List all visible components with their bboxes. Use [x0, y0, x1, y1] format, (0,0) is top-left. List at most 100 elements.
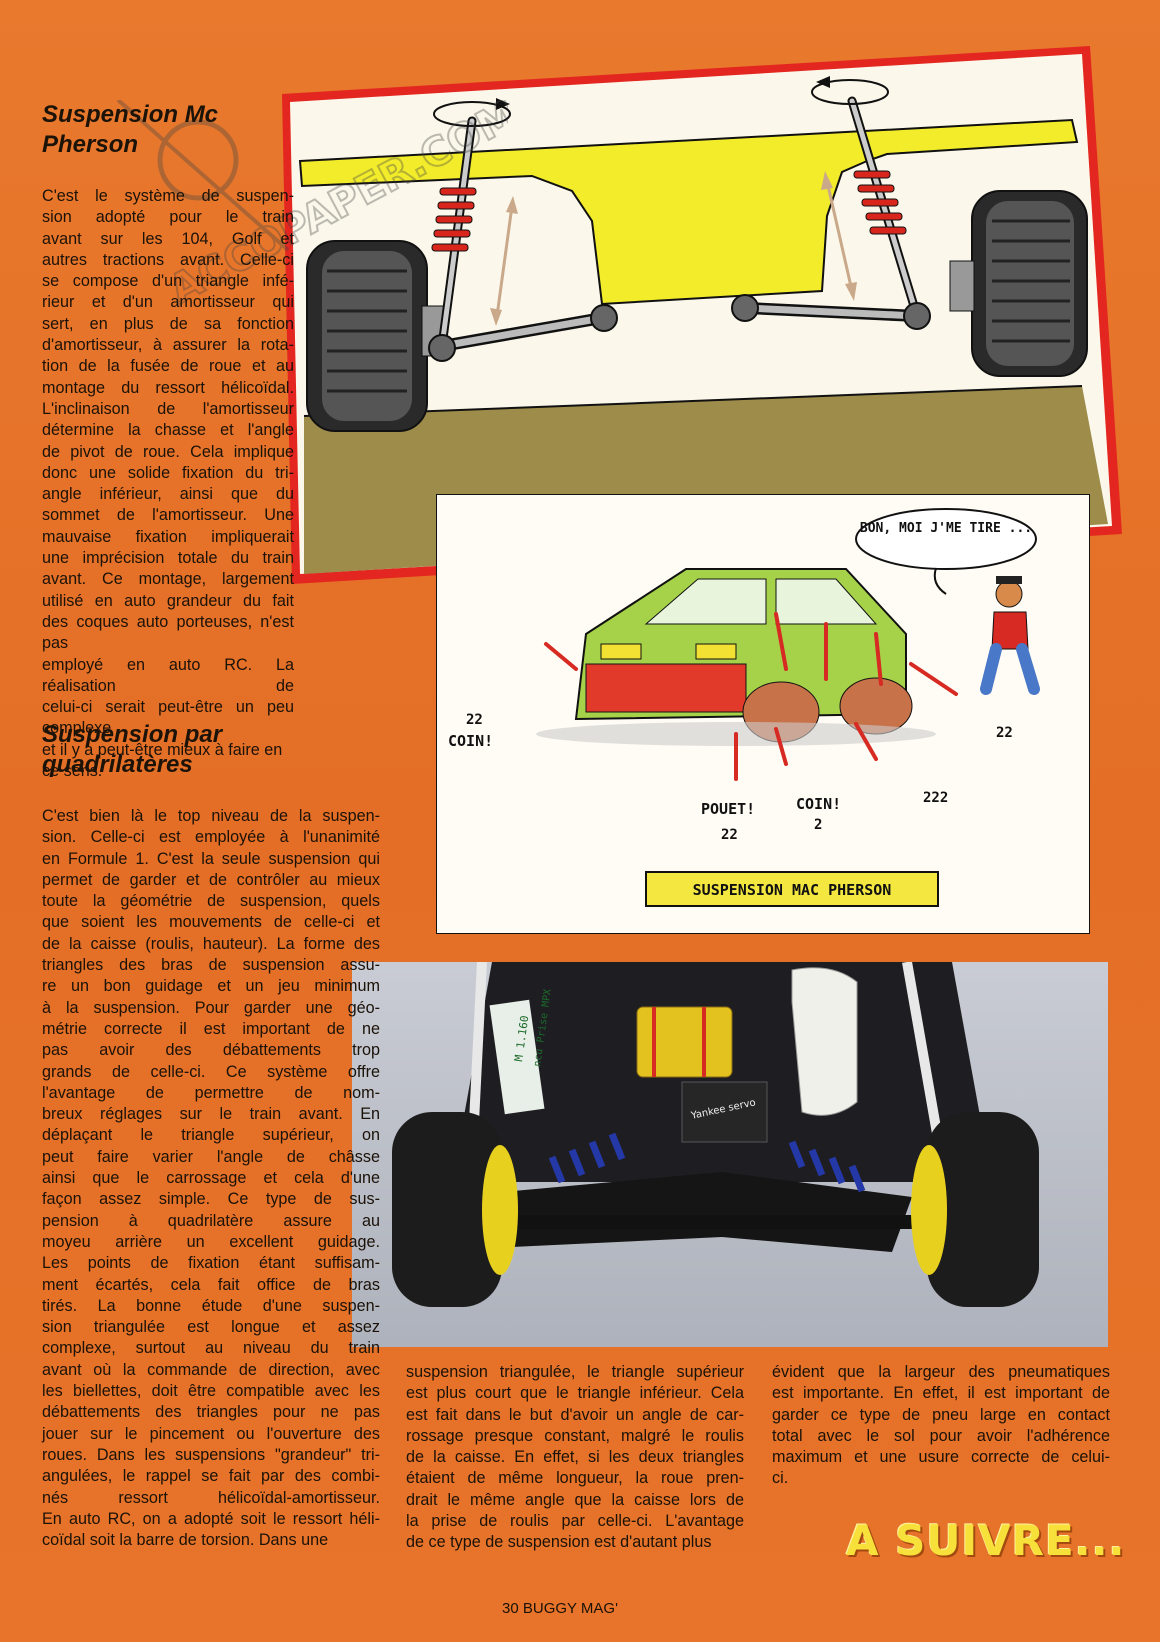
- text-line: une imprécision totale du train: [42, 549, 294, 568]
- svg-text:SUSPENSION MAC PHERSON: SUSPENSION MAC PHERSON: [693, 881, 892, 899]
- text-line: suspension triangulée, le triangle supér…: [406, 1363, 744, 1381]
- text-line: avant. Ce montage, largement: [42, 570, 294, 589]
- sound-222: 222: [923, 790, 948, 806]
- text-line: étaient de même longueur, la roue pren-: [406, 1469, 744, 1488]
- cartoon-caption: SUSPENSION MAC PHERSON: [693, 881, 892, 899]
- text-line: grands de celle-ci. Ce système offre: [42, 1062, 380, 1081]
- text-line: sion. Celle-ci est employée à l'unanimit…: [42, 828, 380, 847]
- text-line: pas avoir des débattements trop: [42, 1041, 380, 1060]
- text-line: d'amortisseur, à assurer la rota-: [42, 336, 294, 355]
- text-line: est fait dans le but d'avoir un angle de…: [406, 1405, 744, 1424]
- text-line: de la caisse (roulis, hauteur). La forme…: [42, 934, 380, 953]
- text-line: utilisé en auto grandeur du fait: [42, 591, 294, 610]
- text-line: jouer sur le pincement ou l'ouverture de…: [42, 1424, 380, 1443]
- text-line: débattements des triangles pour ne pas: [42, 1403, 380, 1422]
- sticker-line1: M 1.160: [512, 1015, 531, 1063]
- text-line: pension à quadrilatère assure au: [42, 1211, 380, 1230]
- continued-banner: A SUIVRE...: [846, 1516, 1126, 1565]
- text-line: re un bon guidage et un jeu minimum: [42, 977, 380, 996]
- text-line: angle inférieur, ainsi que du: [42, 485, 294, 504]
- text-line: permet de garder et de contrôler au mieu…: [42, 870, 380, 889]
- column3-body: évident que la largeur des pneumatiques e…: [772, 1362, 1110, 1490]
- text-line: avant où la commande de direction, avec: [42, 1360, 380, 1379]
- text-line: à la suspension. Pour garder une géo-: [42, 998, 380, 1017]
- text-line: sion triangulée est longue et assez: [42, 1318, 380, 1337]
- sound-22-a: 22: [466, 712, 483, 728]
- text-line: sert, en plus de sa fonction: [42, 314, 294, 333]
- sound-coin-2: COIN!: [796, 795, 841, 813]
- text-line: tion de la fusée de roue et au: [42, 357, 294, 376]
- text-line: est plus court que le triangle inférieur…: [406, 1384, 744, 1403]
- svg-text:22: 22: [996, 725, 1013, 741]
- svg-text:COIN!: COIN!: [448, 732, 493, 750]
- right-wheel: [949, 190, 1088, 377]
- text-line: celui-ci serait peut-être un peu complex…: [42, 698, 294, 738]
- text-line: C'est bien là le top niveau de la suspen…: [42, 807, 380, 825]
- text-line: rieur et d'un amortisseur qui: [42, 293, 294, 312]
- text-line: de ce type de suspension est d'autant pl…: [406, 1533, 712, 1552]
- text-line: façon assez simple. Ce type de sus-: [42, 1190, 380, 1209]
- column2-body: suspension triangulée, le triangle supér…: [406, 1362, 744, 1554]
- text-line: des coques auto porteuses, n'est pas: [42, 612, 294, 653]
- text-line: peut faire varier l'angle de châsse: [42, 1147, 380, 1166]
- text-line: angulées, le rappel se fait par des comb…: [42, 1467, 380, 1486]
- text-line: ainsi que le carrossage et cela d'une: [42, 1169, 380, 1188]
- svg-text:BON, MOI J'ME TIRE ...: BON, MOI J'ME TIRE ...: [860, 521, 1032, 536]
- svg-text:POUET!: POUET!: [701, 800, 755, 818]
- text-line: mauvaise fixation impliquerait: [42, 527, 294, 546]
- text-line: roues. Dans les suspensions "grandeur" t…: [42, 1445, 380, 1464]
- photo-right-wheel: [911, 1112, 1039, 1307]
- speech-bubble-text: BON, MOI J'ME TIRE ...: [860, 521, 1032, 536]
- text-line: autres tractions avant. Celle-ci: [42, 250, 294, 269]
- text-line: complexe, surtout au niveau du train: [42, 1339, 380, 1358]
- text-line: et il y a peut-être mieux à faire en ce …: [42, 740, 283, 781]
- text-line: sommet de l'amortisseur. Une: [42, 506, 294, 525]
- text-line: rossage presque constant, malgré le roul…: [406, 1426, 744, 1445]
- text-line: ci.: [772, 1469, 789, 1488]
- text-line: employé en auto RC. La réalisation de: [42, 655, 294, 695]
- sound-22-c: 22: [996, 725, 1013, 741]
- sound-22-b: 22: [721, 827, 738, 843]
- text-line: détermine la chasse et l'angle: [42, 421, 294, 440]
- text-line: triangles des bras de suspension assu-: [42, 956, 380, 975]
- text-line: que soient les mouvements de celle-ci et: [42, 913, 380, 932]
- text-line: les biellettes, doit être compatible ave…: [42, 1382, 380, 1401]
- text-line: moyeu arrière un excellent guidage.: [42, 1232, 380, 1251]
- text-line: tirés. La bonne étude d'une suspen-: [42, 1296, 380, 1315]
- svg-text:222: 222: [923, 790, 948, 806]
- text-line: se compose d'un triangle infé-: [42, 272, 294, 291]
- buggy-photo: M 1.160 ncu Prise MPX Yankee servo: [352, 962, 1108, 1347]
- mcpherson-diagram: [282, 46, 1122, 584]
- text-line: Les points de fixation étant suffisam-: [42, 1254, 380, 1273]
- text-line: maximum et une usure correcte de celui-: [772, 1448, 1110, 1467]
- text-line: L'inclinaison de l'amortisseur: [42, 399, 294, 418]
- walking-man: [980, 576, 1040, 695]
- text-line: l'avantage de permettre de nom-: [42, 1083, 380, 1102]
- text-line: ment écartés, cela fait office de bras: [42, 1275, 380, 1294]
- text-line: métrie correcte il est important de ne: [42, 1019, 380, 1038]
- text-line: donc une solide fixation du tri-: [42, 463, 294, 482]
- section-body-quadrilateres: C'est bien là le top niveau de la suspen…: [42, 806, 380, 1551]
- text-line: drait le même angle que la caisse lors d…: [406, 1490, 744, 1509]
- svg-text:COIN!: COIN!: [796, 795, 841, 813]
- text-line: déplaçant le triangle supérieur, on: [42, 1126, 380, 1145]
- text-line: avant sur les 104, Golf et: [42, 229, 294, 248]
- sound-pouet: POUET!: [701, 800, 755, 818]
- car: [536, 568, 936, 746]
- text-line: en Formule 1. C'est la seule suspension …: [42, 849, 380, 868]
- photo-left-wheel: [392, 1112, 518, 1307]
- section-body-mcpherson: C'est le système de suspen-sion adopté p…: [42, 186, 294, 782]
- svg-text:M 1.160: M 1.160: [512, 1015, 531, 1063]
- sound-2: 2: [814, 817, 822, 833]
- text-line: évident que la largeur des pneumatiques: [772, 1363, 1110, 1381]
- text-line: total avec le sol pour avoir l'adhérence: [772, 1426, 1110, 1445]
- text-line: est importante. En effet, il est importa…: [772, 1384, 1110, 1403]
- svg-text:22: 22: [466, 712, 483, 728]
- svg-text:2: 2: [814, 817, 822, 833]
- text-line: de la caisse. En effet, si les deux tria…: [406, 1448, 744, 1467]
- text-line: garder ce type de pneu large en contact: [772, 1405, 1110, 1424]
- sound-coin-1: COIN!: [448, 732, 493, 750]
